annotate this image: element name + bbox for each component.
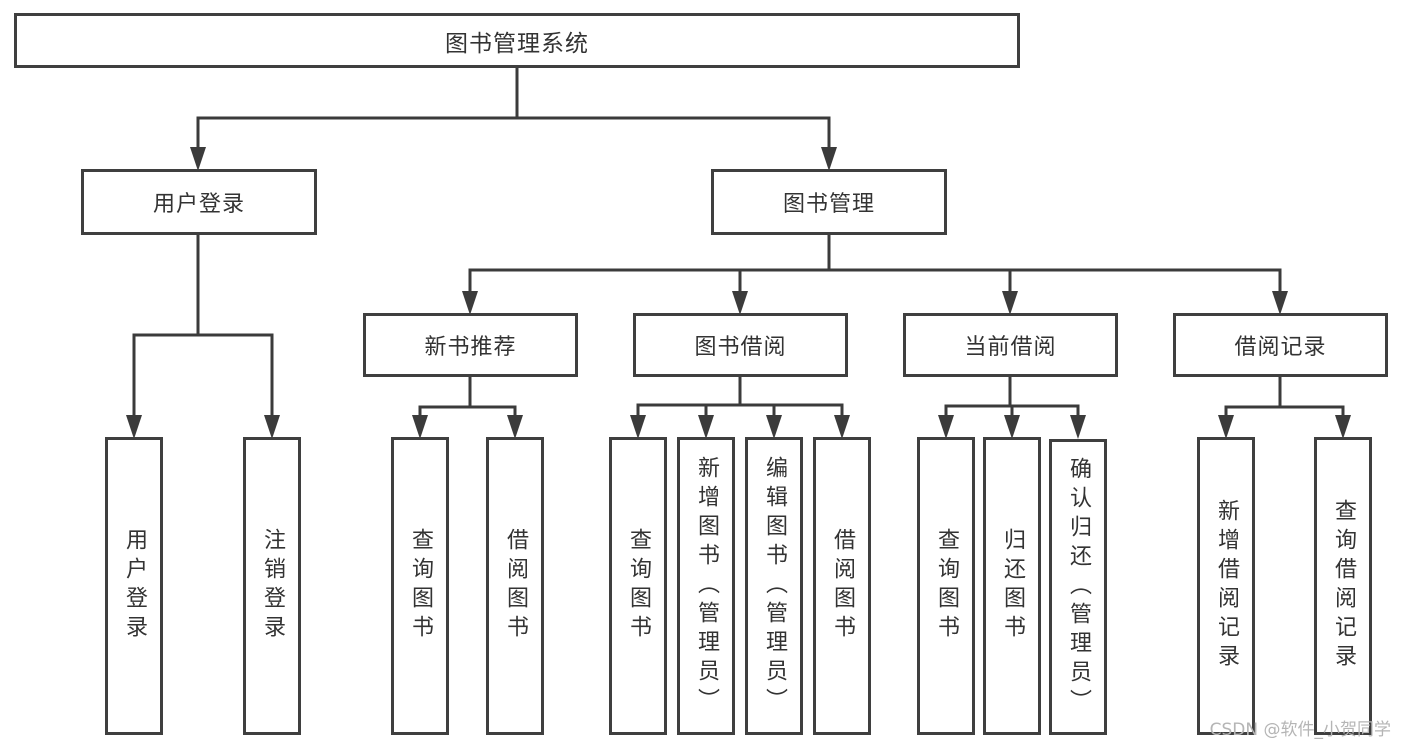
leaf-query-borrow-record-label: 查询借阅记录 <box>1331 499 1356 673</box>
node-borrow-records-label: 借阅记录 <box>1234 335 1327 360</box>
leaf-confirm-return: 确认归还（管理员） <box>1049 439 1107 735</box>
leaf-confirm-return-label: 确认归还（管理员） <box>1066 456 1091 718</box>
leaf-query-books-2-label: 查询图书 <box>626 528 651 644</box>
connector-system-children <box>190 68 837 171</box>
node-book-borrow: 图书借阅 <box>633 313 848 377</box>
leaf-add-books: 新增图书（管理员） <box>677 437 735 735</box>
node-new-book-rec-label: 新书推荐 <box>424 335 517 360</box>
leaf-edit-books-label: 编辑图书（管理员） <box>762 455 787 717</box>
leaf-query-books-3: 查询图书 <box>917 437 975 735</box>
node-book-mgmt-label: 图书管理 <box>782 192 875 217</box>
leaf-borrow-books-2-label: 借阅图书 <box>830 528 855 644</box>
connector-book-mgmt-children <box>462 235 1288 315</box>
leaf-borrow-books-1: 借阅图书 <box>486 437 544 735</box>
node-system-label: 图书管理系统 <box>445 30 589 57</box>
leaf-logout: 注销登录 <box>243 437 301 735</box>
node-current-borrow: 当前借阅 <box>903 313 1118 377</box>
leaf-query-borrow-record: 查询借阅记录 <box>1314 437 1372 735</box>
leaf-logout-label: 注销登录 <box>260 528 285 644</box>
leaf-return-books-label: 归还图书 <box>1000 528 1025 644</box>
leaf-add-books-label: 新增图书（管理员） <box>694 455 719 717</box>
leaf-query-books-3-label: 查询图书 <box>934 528 959 644</box>
connector-new-book-rec-children <box>412 377 523 439</box>
leaf-borrow-books-1-label: 借阅图书 <box>503 528 528 644</box>
connector-current-borrow-children <box>938 377 1086 439</box>
node-borrow-records: 借阅记录 <box>1173 313 1388 377</box>
leaf-add-borrow-record-label: 新增借阅记录 <box>1214 499 1239 673</box>
node-new-book-rec: 新书推荐 <box>363 313 578 377</box>
node-book-mgmt: 图书管理 <box>711 169 947 235</box>
csdn-watermark: CSDN @软件_小贺同学 <box>1209 720 1391 740</box>
leaf-user-login: 用户登录 <box>105 437 163 735</box>
leaf-query-books-1: 查询图书 <box>391 437 449 735</box>
node-book-borrow-label: 图书借阅 <box>694 335 787 360</box>
connector-borrow-records-children <box>1218 377 1351 439</box>
connector-user-login-children <box>126 235 280 439</box>
leaf-edit-books: 编辑图书（管理员） <box>745 437 803 735</box>
leaf-user-login-label: 用户登录 <box>122 528 147 644</box>
leaf-add-borrow-record: 新增借阅记录 <box>1197 437 1255 735</box>
node-current-borrow-label: 当前借阅 <box>964 335 1057 360</box>
leaf-query-books-1-label: 查询图书 <box>408 528 433 644</box>
connector-book-borrow-children <box>630 377 850 439</box>
leaf-query-books-2: 查询图书 <box>609 437 667 735</box>
leaf-return-books: 归还图书 <box>983 437 1041 735</box>
node-user-login: 用户登录 <box>81 169 317 235</box>
node-system: 图书管理系统 <box>14 13 1020 68</box>
leaf-borrow-books-2: 借阅图书 <box>813 437 871 735</box>
node-user-login-label: 用户登录 <box>152 192 245 217</box>
